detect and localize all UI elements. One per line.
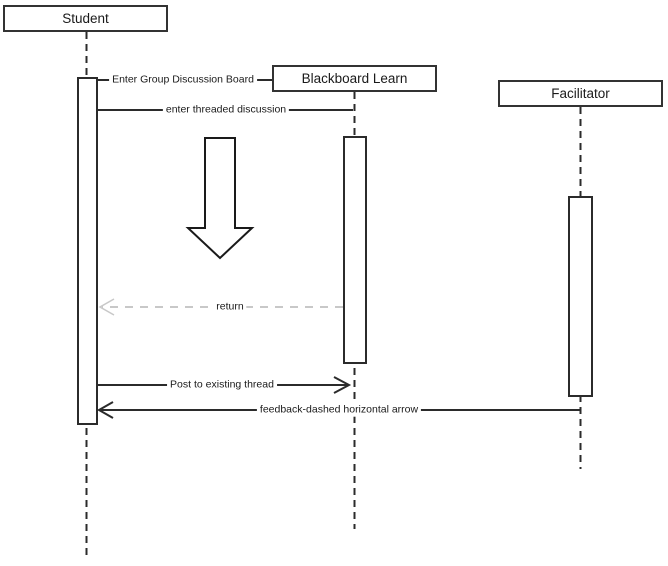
actor-label-student: Student [62, 11, 109, 26]
return-open-arrowhead-left-icon [98, 298, 115, 316]
actor-label-blackboard-learn: Blackboard Learn [301, 71, 408, 86]
activation-bar-blackboard-learn [343, 136, 367, 364]
message-label-enter-threaded-discussion: enter threaded discussion [162, 103, 290, 117]
feedback-open-arrowhead-left-icon [96, 401, 114, 419]
actor-label-facilitator: Facilitator [551, 86, 610, 101]
actor-box-facilitator: Facilitator [498, 80, 663, 107]
actor-box-student: Student [3, 5, 168, 32]
message-label-feedback: feedback-dashed horizontal arrow [256, 403, 422, 417]
message-label-return: return [213, 300, 247, 314]
activation-bar-facilitator [568, 196, 593, 397]
activation-bar-student [77, 77, 98, 425]
big-down-arrow [185, 137, 255, 260]
post-open-arrowhead-right-icon [333, 376, 352, 394]
message-label-post-to-existing-thread: Post to existing thread [167, 378, 277, 392]
message-label-enter-group-discussion-board: Enter Group Discussion Board [109, 73, 257, 87]
actor-box-blackboard-learn: Blackboard Learn [272, 65, 437, 92]
